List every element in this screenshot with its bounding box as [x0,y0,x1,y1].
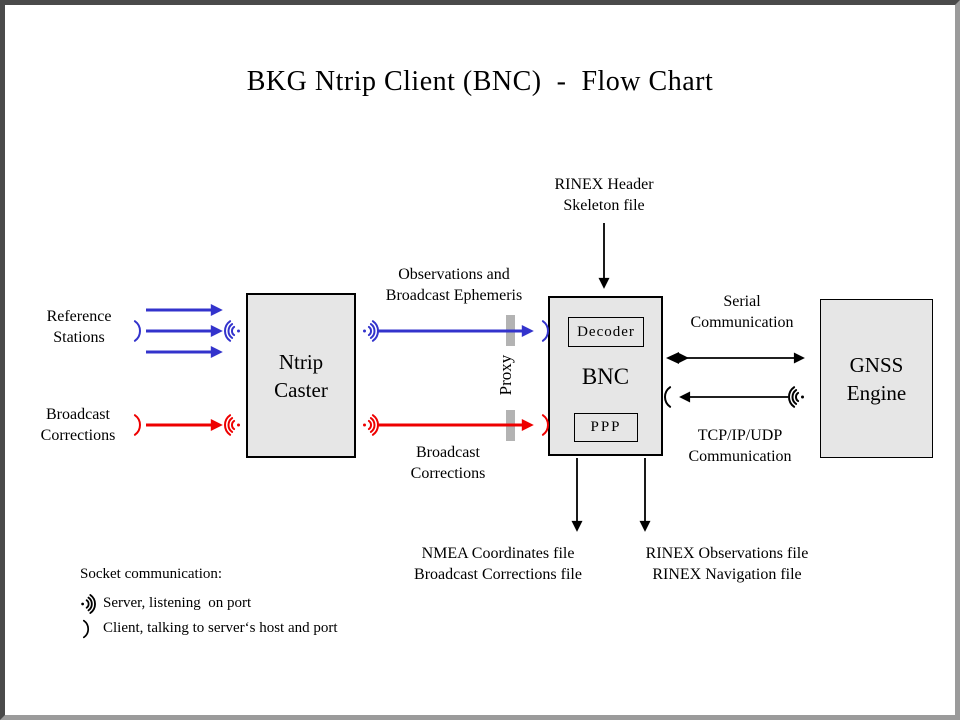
label-serial-communication: Serial Communication [690,293,794,331]
legend-client-text: Client, talking to server‘s host and por… [103,620,338,636]
client-socket-icon [133,320,141,342]
legend-server-text: Server, listening on port [103,595,252,611]
legend-server-socket-icon [80,594,96,614]
label-nmea-output-files: NMEA Coordinates file Broadcast Correcti… [414,545,582,583]
server-socket-icon [788,386,805,408]
server-socket-icon [224,414,241,436]
label-broadcast-corrections-stream: Broadcast Corrections [410,444,486,482]
bnc-label: BNC [581,364,630,389]
client-socket-icon [541,414,549,436]
client-socket-icon [664,386,672,408]
node-ntrip-caster: Ntrip Caster [246,293,356,458]
label-rinex-header-skeleton: RINEX Header Skeleton file [554,176,654,214]
node-ppp: PPP [574,413,638,442]
server-socket-icon [224,320,241,342]
node-decoder: Decoder [568,317,644,347]
legend-heading: Socket communication: [80,566,223,582]
label-reference-stations: Reference Stations [46,308,112,346]
label-observations-ephemeris: Observations and Broadcast Ephemeris [385,266,523,304]
server-socket-icon [362,414,379,436]
label-tcpip-communication: TCP/IP/UDP Communication [688,427,792,465]
label-broadcast-corrections-input: Broadcast Corrections [40,406,116,444]
client-socket-icon [133,414,141,436]
legend-client-socket-icon [82,619,90,639]
label-rinex-output-files: RINEX Observations file RINEX Navigation… [645,545,809,583]
server-socket-icon [362,320,379,342]
serial-arrow-left-head [666,352,679,364]
node-gnss-engine: GNSS Engine [820,299,933,458]
page-title: BKG Ntrip Client (BNC) - Flow Chart [246,66,714,97]
reference-station-arrows [146,304,534,358]
client-socket-icon [541,320,549,342]
node-bnc: Decoder BNC PPP [548,296,663,456]
